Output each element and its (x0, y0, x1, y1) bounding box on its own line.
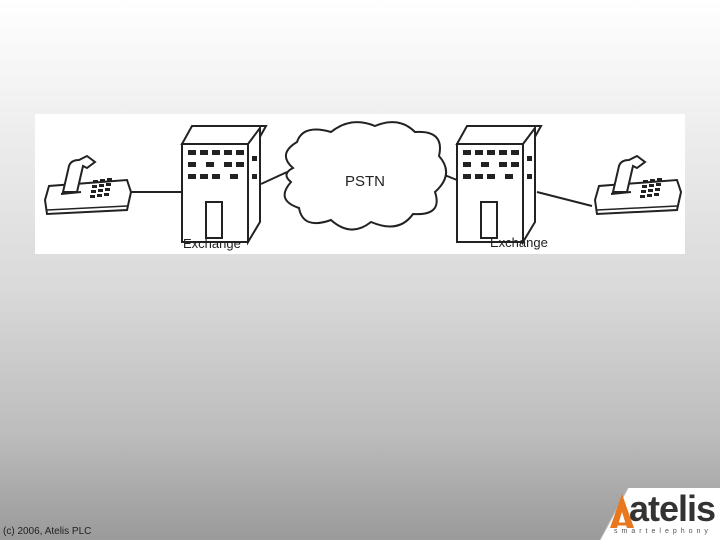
cloud-label: PSTN (345, 173, 385, 190)
telephone-icon (593, 154, 683, 216)
exchange-building-icon (180, 125, 268, 246)
exchange-building-icon (455, 125, 543, 246)
network-diagram: PSTN Exchange Exchange (35, 114, 685, 254)
left-exchange-label: Exchange (183, 236, 241, 251)
logo-a-mark-icon (610, 494, 634, 528)
copyright-text: (c) 2006, Atelis PLC (3, 526, 92, 537)
link-left-exchange-cloud (260, 171, 288, 185)
right-exchange-label: Exchange (490, 235, 548, 250)
logo-wordmark: atelis (629, 488, 716, 529)
telephone-icon (43, 154, 133, 216)
link-right-exchange-phone (536, 191, 593, 207)
pstn-cloud-icon (283, 121, 447, 231)
logo-tagline: smartelephony (614, 528, 712, 535)
